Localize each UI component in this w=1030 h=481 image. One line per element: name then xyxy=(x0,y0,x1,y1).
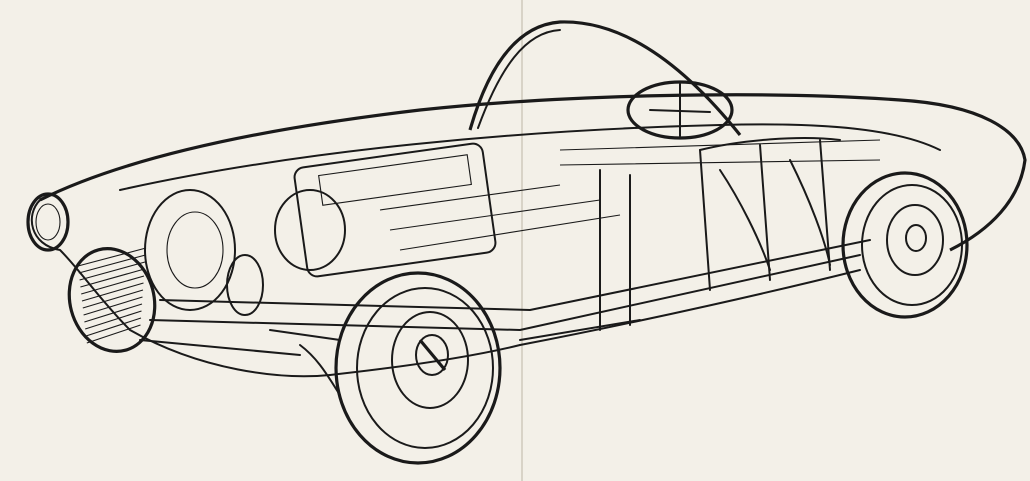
windshield xyxy=(468,20,742,136)
grille xyxy=(67,247,157,353)
headlight xyxy=(26,192,70,252)
grille-bar xyxy=(81,275,145,295)
grille-bar xyxy=(78,254,146,274)
grille-bar xyxy=(79,261,146,281)
inner-front-wheel xyxy=(144,189,236,311)
engine xyxy=(226,142,621,316)
rear-wheel xyxy=(841,171,969,319)
grille-bar xyxy=(82,289,144,309)
front-wheel xyxy=(334,271,502,465)
grille-bar xyxy=(77,247,147,267)
chassis-frame xyxy=(149,137,881,341)
grille-bar xyxy=(81,282,144,302)
grille-bar xyxy=(84,303,143,323)
grille-bar xyxy=(86,324,141,344)
steering-wheel xyxy=(626,80,734,140)
grille-bar xyxy=(83,296,143,316)
grille-bar xyxy=(80,268,145,288)
seat xyxy=(719,159,831,271)
grille-bar xyxy=(85,317,142,337)
bumper xyxy=(139,339,301,356)
windshield-frame xyxy=(477,29,561,129)
car-body xyxy=(30,93,1027,378)
grille-bar xyxy=(85,310,142,330)
front-suspension xyxy=(269,329,341,396)
